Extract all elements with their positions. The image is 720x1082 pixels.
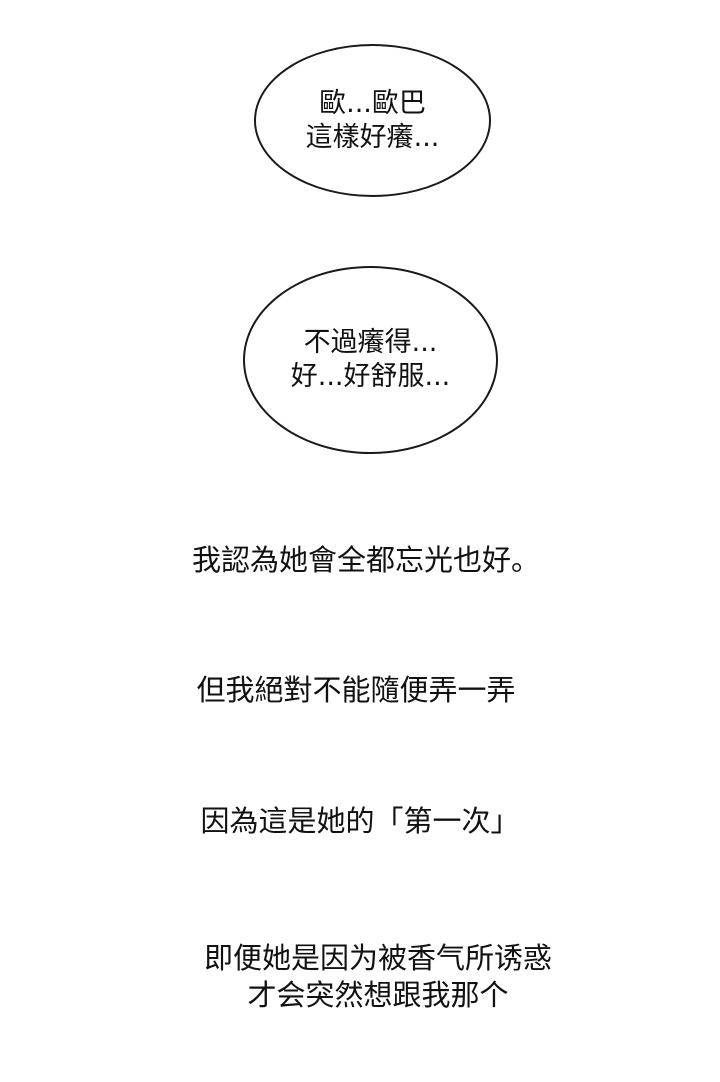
speech-line: 這樣好癢... xyxy=(305,121,440,153)
narration-text-1: 我認為她會全都忘光也好。 xyxy=(191,543,540,577)
narration-line: 即便她是因为被香气所诱惑 xyxy=(203,941,552,975)
speech-line: 歐...歐巴 xyxy=(319,87,426,119)
speech-line: 好...好舒服... xyxy=(290,361,451,392)
speech-bubble-2: 不過癢得... 好...好舒服... xyxy=(243,266,498,454)
narration-text-2: 但我絕對不能隨便弄一弄 xyxy=(196,673,516,707)
speech-line: 不過癢得... xyxy=(303,327,438,358)
narration-line: 才会突然想跟我那个 xyxy=(247,978,509,1012)
speech-bubble-1: 歐...歐巴 這樣好癢... xyxy=(254,44,491,197)
narration-text-4: 即便她是因为被香气所诱惑 才会突然想跟我那个 xyxy=(0,940,720,1014)
narration-text-3: 因為這是她的「第一次」 xyxy=(200,804,520,838)
